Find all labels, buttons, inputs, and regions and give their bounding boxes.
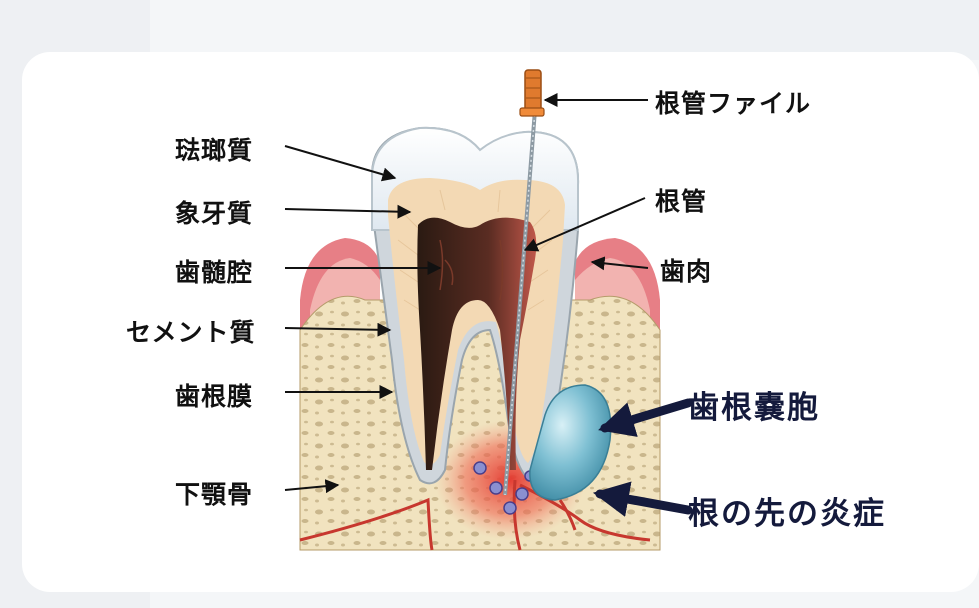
label-enamel: 琺瑯質 xyxy=(175,136,254,165)
label-cementum: セメント質 xyxy=(126,318,256,347)
label-root-canal-file: 根管ファイル xyxy=(655,89,812,118)
label-periapical-inflammation: 根の先の炎症 xyxy=(688,496,886,532)
leader-lines-right xyxy=(523,93,649,271)
label-gingiva: 歯肉 xyxy=(660,257,713,286)
leader-lines-left xyxy=(284,145,442,494)
background-panel-top xyxy=(530,0,979,60)
root-canal-file-graphic xyxy=(503,69,545,496)
pulp-cavity xyxy=(417,217,537,470)
label-mandible: 下顎骨 xyxy=(175,480,254,509)
label-periodontal-ligament: 歯根膜 xyxy=(175,382,254,411)
label-pulp-cavity: 歯髄腔 xyxy=(175,258,254,287)
label-root-canal: 根管 xyxy=(655,187,708,216)
label-dentin: 象牙質 xyxy=(175,199,254,228)
label-radicular-cyst: 歯根嚢胞 xyxy=(688,390,820,426)
pulp-nerves xyxy=(439,239,504,301)
radicular-cyst xyxy=(529,384,612,501)
big-arrows xyxy=(592,398,693,517)
